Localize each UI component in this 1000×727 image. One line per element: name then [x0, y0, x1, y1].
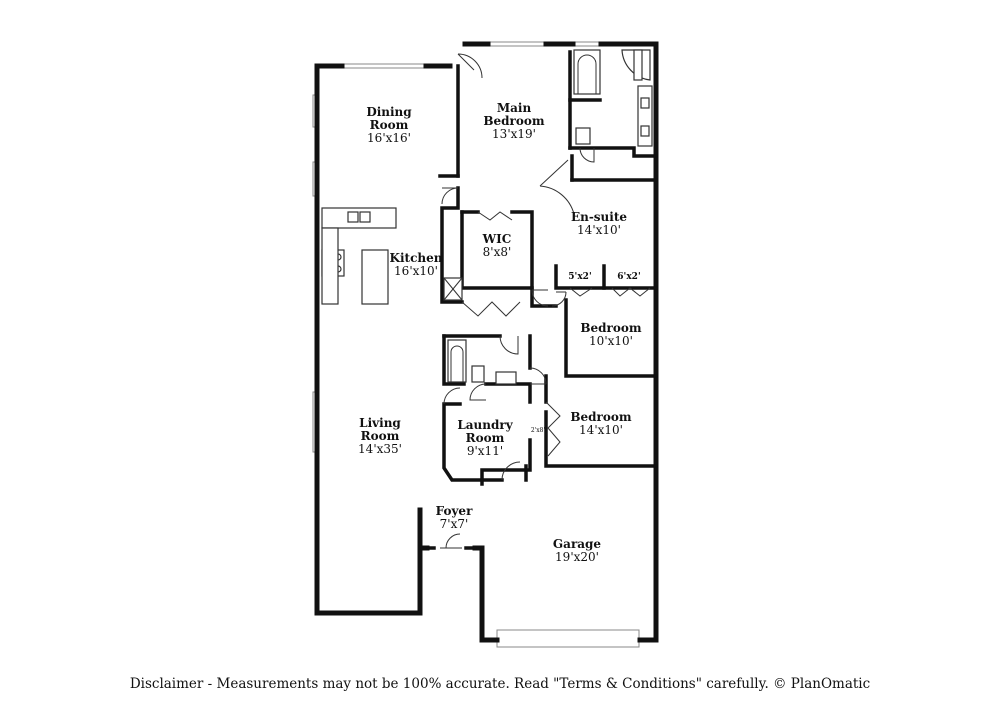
fixtures — [321, 49, 653, 385]
living-room-name2: Room — [361, 429, 400, 443]
exterior-walls — [314, 41, 659, 643]
main-bedroom-dims: 13'x19' — [492, 127, 536, 141]
foyer-dims: 7'x7' — [440, 517, 469, 531]
foyer-name: Foyer — [436, 504, 473, 518]
laundry-room-name2: Room — [466, 431, 505, 445]
kitchen-dims: 16'x10' — [394, 264, 438, 278]
disclaimer-text: Disclaimer - Measurements may not be 100… — [129, 676, 871, 692]
garage-dims: 19'x20' — [555, 550, 599, 564]
garage-name: Garage — [553, 537, 602, 551]
bedroom-2-dims: 10'x10' — [589, 334, 633, 348]
dining-room-dims: 16'x16' — [367, 131, 411, 145]
wic-dims: 8'x8' — [483, 245, 512, 259]
door-swings — [440, 53, 651, 549]
bedroom-2-name: Bedroom — [580, 321, 641, 335]
closet-b-dims: 6'x2' — [617, 272, 640, 282]
living-room-name: Living — [359, 416, 401, 430]
closet-c-dims: 2'x8' — [531, 427, 546, 434]
wic-name: WIC — [482, 232, 512, 246]
ensuite-name: En-suite — [571, 210, 627, 224]
bedroom-3-dims: 14'x10' — [579, 423, 623, 437]
dining-room-name: Dining — [366, 105, 412, 119]
ensuite-dims: 14'x10' — [577, 223, 621, 237]
interior-walls — [426, 50, 658, 550]
dining-room-name2: Room — [370, 118, 409, 132]
laundry-room-dims: 9'x11' — [467, 444, 503, 458]
living-room-dims: 14'x35' — [358, 442, 402, 456]
main-bedroom-name2: Bedroom — [483, 114, 544, 128]
closet-a-dims: 5'x2' — [568, 272, 591, 282]
kitchen-name: Kitchen — [390, 251, 443, 265]
bedroom-3-name: Bedroom — [570, 410, 631, 424]
room-labels: Dining Room 16'x16' Main Bedroom 13'x19'… — [358, 101, 642, 564]
laundry-room-name: Laundry — [457, 418, 513, 432]
main-bedroom-name: Main — [497, 101, 532, 115]
